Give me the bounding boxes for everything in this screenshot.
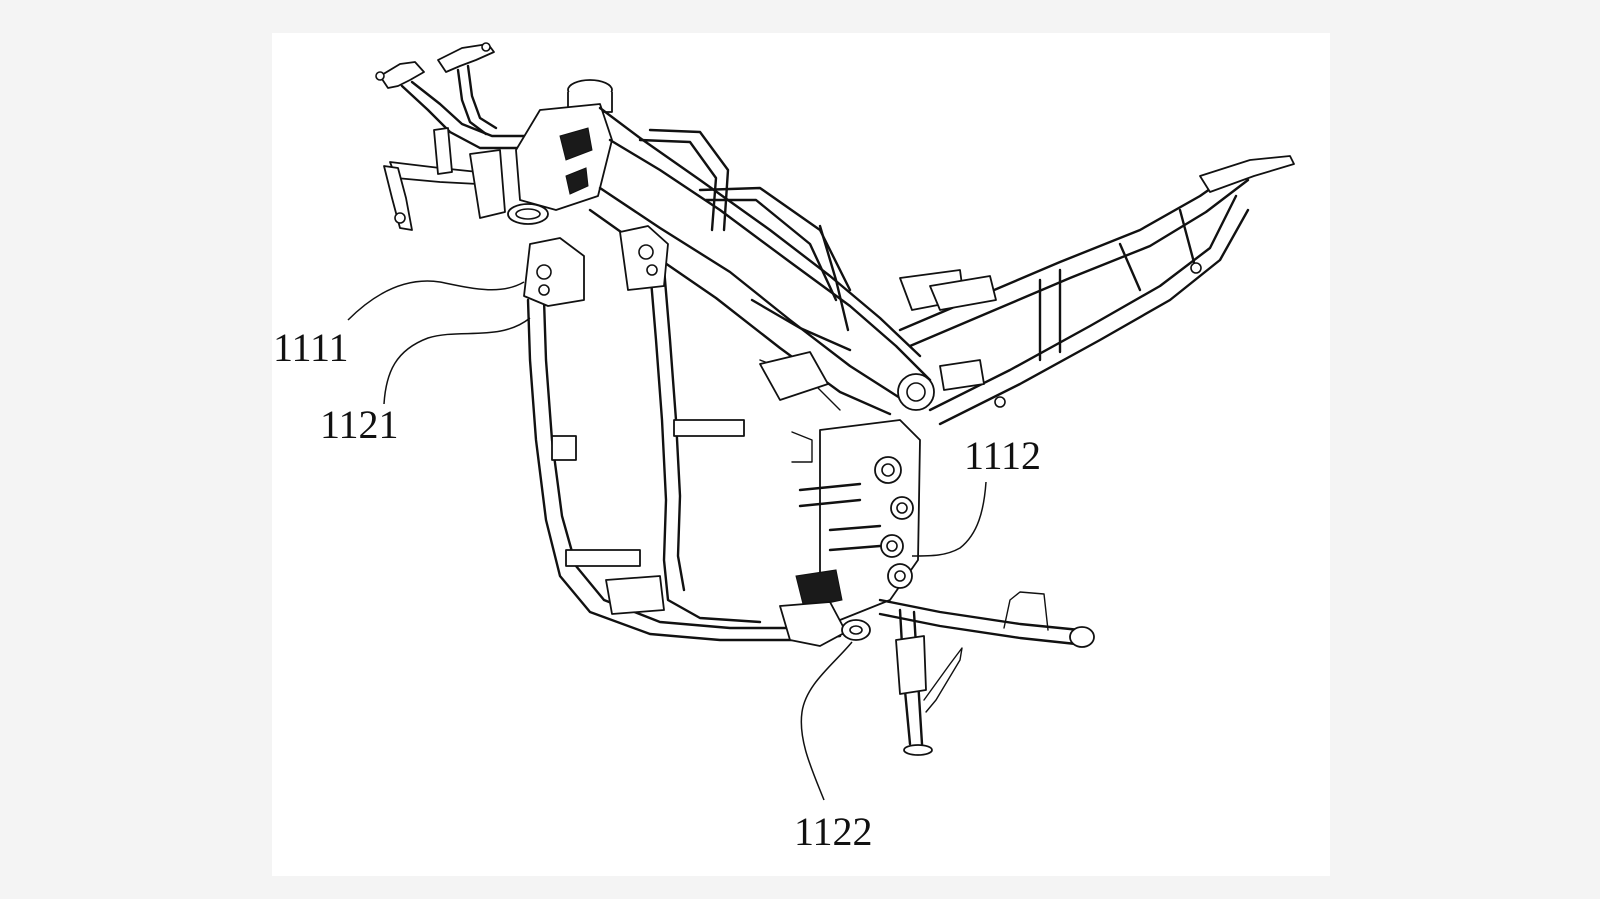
leader-1122 [800, 641, 853, 801]
engine-mount-cradle [759, 351, 921, 647]
handlebar-mount-brackets [375, 42, 530, 231]
leader-1112 [911, 481, 987, 557]
steering-head-tube [507, 79, 613, 225]
center-stand [878, 591, 1095, 756]
leader-1121 [383, 317, 531, 405]
ref-1122: 1122 [794, 809, 873, 854]
callout-leaders [347, 280, 987, 801]
ref-1112: 1112 [964, 433, 1041, 478]
main-upper-frame [588, 106, 935, 416]
ref-1111: 1111 [273, 325, 349, 370]
front-down-tubes [523, 225, 842, 642]
ref-1121: 1121 [320, 402, 399, 447]
reference-numerals: 1111 1121 1112 1122 [273, 325, 1041, 854]
leader-1111 [347, 280, 525, 321]
rear-subframe [898, 155, 1295, 426]
